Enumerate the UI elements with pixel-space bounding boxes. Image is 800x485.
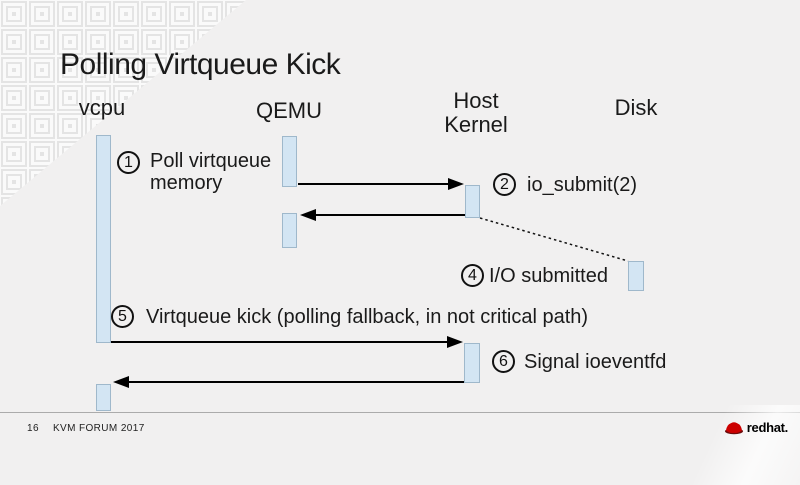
redhat-logo-text: redhat. — [746, 420, 789, 435]
lane-header-host-kernel: Host Kernel — [444, 88, 508, 137]
arrow-kernel-to-qemu — [300, 209, 465, 221]
arrow-kernel-to-vcpu — [113, 376, 464, 388]
lane-header-disk: Disk — [614, 95, 658, 120]
step-circle-1: 1 — [117, 151, 140, 174]
lane-header-qemu: QEMU — [256, 98, 322, 123]
disk-activation-bar — [628, 261, 644, 291]
redhat-logo: redhat. — [724, 420, 788, 435]
qemu-activation-bar-1 — [282, 136, 297, 187]
footer-event-name: KVM FORUM 2017 — [52, 423, 145, 434]
slide-title: Polling Virtqueue Kick — [60, 48, 341, 81]
qemu-activation-bar-2 — [282, 213, 297, 248]
page-number: 16 — [27, 423, 39, 434]
step-label-6: Signal ioeventfd — [524, 351, 667, 373]
footer-diagonal-band — [620, 405, 800, 485]
host-kernel-activation-bar-1 — [465, 185, 480, 218]
redhat-hat-icon — [724, 422, 743, 435]
arrow-vcpu-to-kernel — [111, 336, 463, 348]
step-label-1: Poll virtqueue memory — [150, 150, 272, 194]
step-circle-4: 4 — [461, 264, 484, 287]
step-circle-6: 6 — [492, 350, 515, 373]
vcpu-activation-bar-2 — [96, 384, 111, 411]
vcpu-activation-bar-1 — [96, 135, 111, 343]
arrow-qemu-to-kernel — [298, 178, 464, 190]
step-label-2: io_submit(2) — [527, 174, 638, 196]
lane-header-vcpu: vcpu — [78, 95, 126, 120]
footer-divider — [0, 412, 800, 413]
step-circle-5: 5 — [111, 305, 134, 328]
host-kernel-activation-bar-2 — [464, 343, 480, 383]
dotted-line-kernel-to-disk — [479, 217, 629, 262]
step-label-5: Virtqueue kick (polling fallback, in not… — [146, 306, 589, 328]
step-label-4: I/O submitted — [489, 265, 608, 287]
step-circle-2: 2 — [493, 173, 516, 196]
footer-text: 16 KVM FORUM 2017 — [27, 423, 145, 434]
